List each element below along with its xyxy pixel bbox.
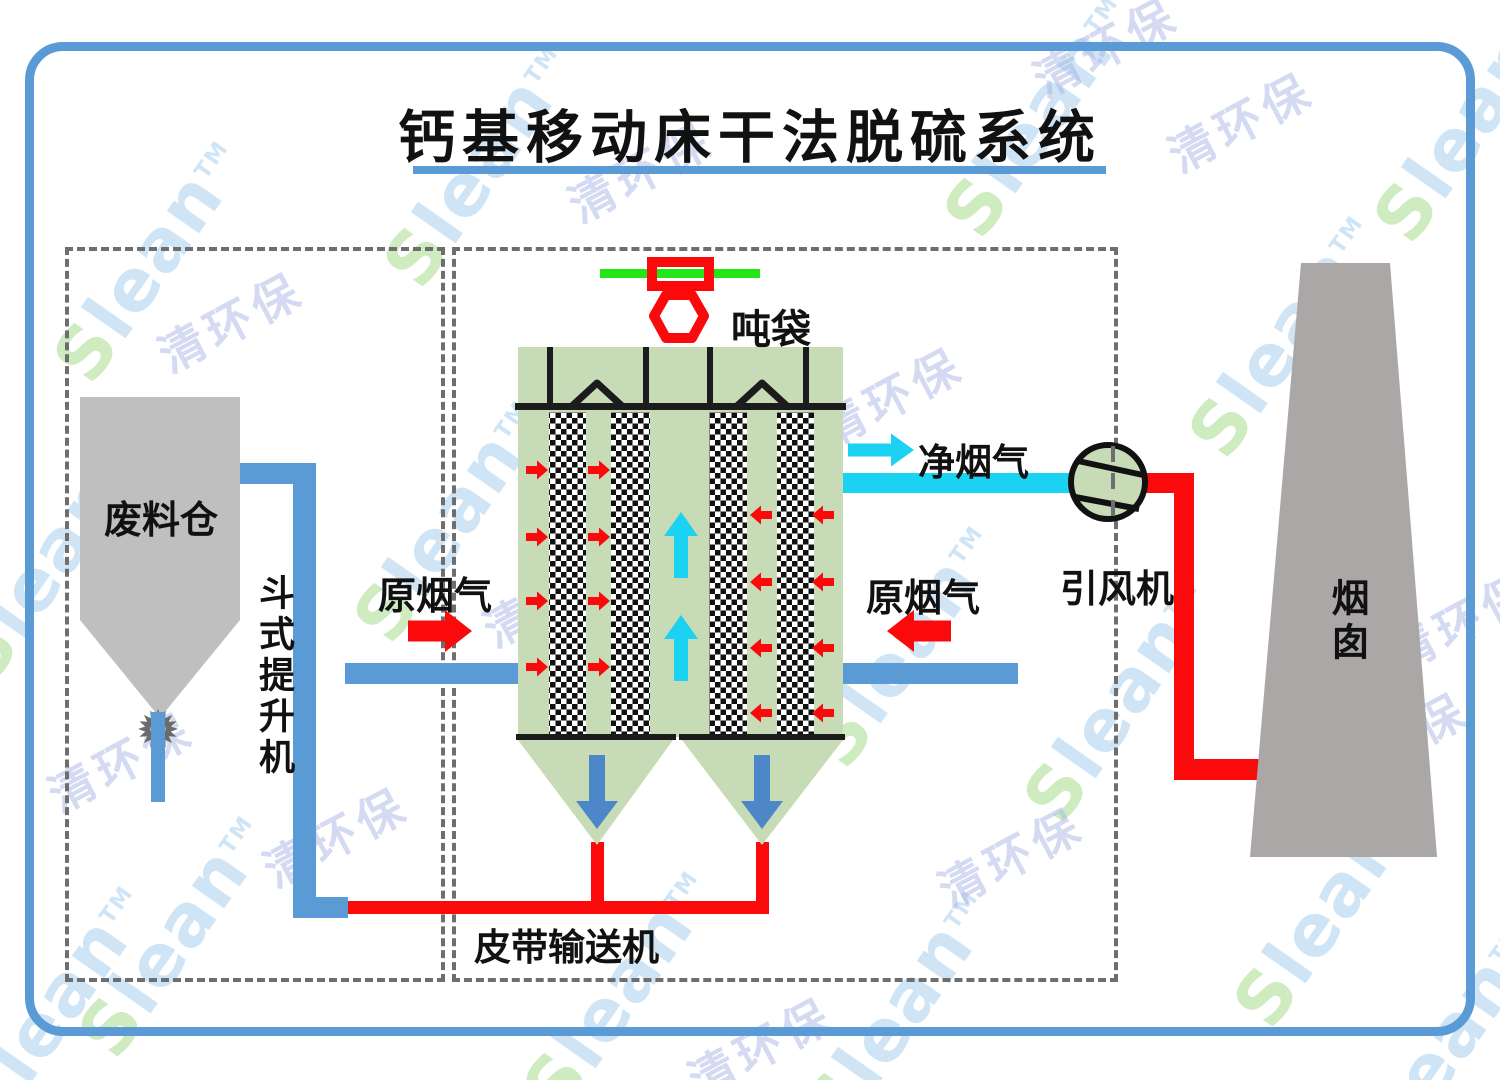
elevator-pipe-bottom xyxy=(293,897,348,918)
label-waste-bin: 废料仓 xyxy=(104,498,219,542)
gas-flow-arrow-right xyxy=(588,657,610,677)
label-raw-gas-left: 原烟气 xyxy=(378,574,493,618)
gas-flow-arrow-right xyxy=(526,527,548,547)
sorbent-down-arrow xyxy=(576,755,618,829)
waste-hopper xyxy=(80,397,240,718)
label-raw-gas-right: 原烟气 xyxy=(866,576,981,620)
gas-flow-arrow-left xyxy=(750,572,772,592)
chimney-inlet-pipe xyxy=(1174,759,1262,780)
gas-flow-arrow-right xyxy=(526,460,548,480)
gas-flow-arrow-right xyxy=(588,591,610,611)
gas-flow-arrow-right xyxy=(588,527,610,547)
label-bucket-elevator: 斗式提升机 xyxy=(253,574,294,779)
gas-flow-arrow-right xyxy=(588,460,610,480)
gas-flow-arrow-left xyxy=(812,572,834,592)
reactor-bottom-line-right xyxy=(679,734,845,740)
fan-blade-top xyxy=(1077,458,1144,478)
gas-flow-arrow-left xyxy=(812,638,834,658)
conveyor-pipe xyxy=(348,901,769,914)
clean-gas-arrow xyxy=(848,433,914,467)
label-chimney: 烟囱 xyxy=(1325,578,1369,666)
hopper-discharge-pipe xyxy=(151,712,165,802)
sorbent-bed-1 xyxy=(549,412,586,735)
ton-bag-rail xyxy=(600,269,760,278)
elevator-pipe-vertical xyxy=(293,463,316,918)
sorbent-down-arrow xyxy=(741,755,783,829)
sorbent-bed-2 xyxy=(611,412,650,735)
distributor-hat-right xyxy=(734,379,790,409)
gas-flow-arrow-right xyxy=(526,591,548,611)
reactor-top-dividers xyxy=(547,347,809,405)
funnel-drop-pipe-left xyxy=(591,842,604,904)
clean-gas-pipe xyxy=(843,473,1077,493)
sorbent-bed-4 xyxy=(777,412,814,735)
gas-flow-arrow-left xyxy=(812,505,834,525)
reactor-separator-line xyxy=(515,403,846,410)
raw-gas-inlet-arrow-left xyxy=(408,610,472,652)
label-ton-bag: 吨袋 xyxy=(731,307,811,353)
label-belt-conveyor: 皮带输送机 xyxy=(474,926,659,969)
flow-arrows xyxy=(408,433,951,829)
gas-flow-arrow-right xyxy=(526,657,548,677)
raw-gas-pipe-left xyxy=(345,663,518,684)
funnel-drop-pipe-right xyxy=(756,842,769,904)
gas-flow-arrow-left xyxy=(750,505,772,525)
gas-flow-arrow-left xyxy=(750,703,772,723)
distributor-hat-left xyxy=(569,379,625,409)
page-title: 钙基移动床干法脱硫系统 xyxy=(398,105,1102,171)
dashed-box-right xyxy=(452,247,1118,982)
dashed-box-left xyxy=(65,247,445,982)
title-underline xyxy=(413,166,1106,174)
reactor-bottom-line-left xyxy=(516,734,676,740)
raw-gas-inlet-arrow-right xyxy=(887,610,951,652)
updraft-arrow xyxy=(664,512,698,578)
label-clean-gas: 净烟气 xyxy=(918,441,1029,484)
gas-flow-arrow-left xyxy=(812,703,834,723)
fan-blade-bottom xyxy=(1074,494,1140,512)
reactor-top-section xyxy=(518,347,843,407)
gas-flow-arrow-left xyxy=(750,638,772,658)
updraft-arrow xyxy=(664,615,698,681)
label-id-fan: 引风机 xyxy=(1060,567,1175,611)
ton-bag-icon xyxy=(649,290,709,343)
raw-gas-pipe-right xyxy=(843,663,1018,684)
sorbent-bed-3 xyxy=(709,412,747,735)
chimney-riser-pipe xyxy=(1174,473,1194,780)
chimney-stack xyxy=(1250,263,1437,857)
